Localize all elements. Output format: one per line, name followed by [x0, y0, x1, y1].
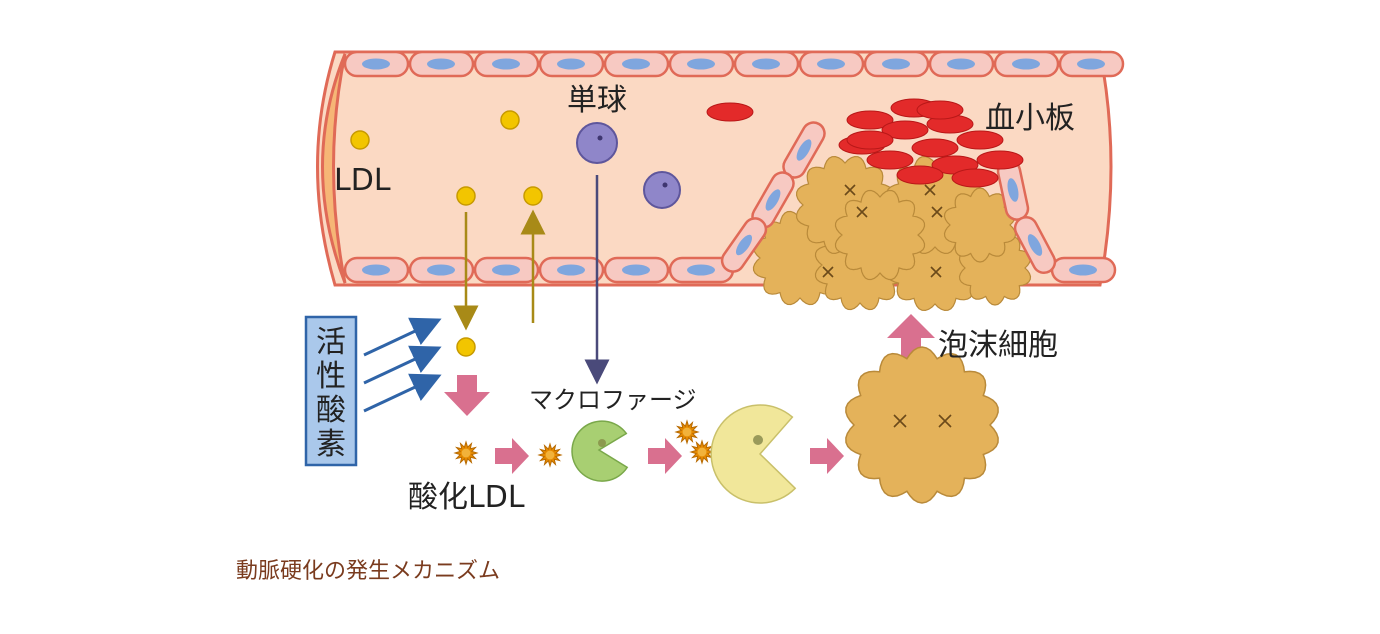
nucleus — [752, 58, 780, 70]
oxidized-ldl-group — [453, 419, 715, 468]
endothelial-cell — [782, 121, 826, 179]
ros-char: 酸 — [316, 393, 346, 428]
plaque-foam-cells — [752, 155, 1032, 312]
platelet — [951, 168, 999, 188]
nucleus — [427, 264, 455, 276]
endothelial-cell — [668, 256, 735, 284]
platelet — [911, 138, 959, 158]
endothelial-cell — [473, 50, 540, 78]
endothelial-cell — [993, 50, 1060, 78]
oxidized-ldl — [674, 419, 700, 445]
platelet — [866, 150, 914, 170]
endothelial-cell — [603, 256, 670, 284]
macrophage-large — [710, 404, 797, 504]
flow-arrow — [810, 438, 844, 474]
flow-arrow — [648, 438, 682, 474]
oxidation-down-arrow — [444, 375, 490, 416]
monocyte — [576, 122, 618, 164]
nucleus — [492, 264, 520, 276]
nucleus — [1012, 58, 1040, 70]
platelet — [846, 110, 894, 130]
platelet — [916, 100, 964, 120]
endothelial-cell — [408, 256, 475, 284]
ros-char: 性 — [316, 359, 346, 394]
platelet — [706, 102, 754, 122]
ldl-particle — [456, 337, 476, 357]
nucleus — [557, 58, 585, 70]
oxidized-ldl — [537, 442, 563, 468]
platelet-label: 血小板 — [985, 101, 1075, 136]
platelet — [881, 120, 929, 140]
endothelial-cell — [538, 50, 605, 78]
endothelial-cell — [1058, 50, 1125, 78]
endothelial-cell — [928, 50, 995, 78]
ros-char: 素 — [316, 427, 346, 462]
foam-cell — [943, 187, 1017, 263]
endothelial-cell — [1050, 256, 1117, 284]
macrophage-label: マクロファージ — [529, 386, 697, 414]
nucleus — [817, 58, 845, 70]
ros-char: 活 — [316, 325, 346, 360]
nucleus — [622, 264, 650, 276]
platelet — [846, 130, 894, 150]
nucleus — [882, 58, 910, 70]
platelet — [956, 130, 1004, 150]
nucleus — [597, 135, 603, 141]
nucleus — [796, 139, 812, 161]
flow-arrow — [495, 438, 529, 474]
endothelial-cell — [798, 50, 865, 78]
endothelial-cells — [343, 50, 1125, 284]
platelet-cluster — [838, 98, 1024, 188]
nucleus — [687, 58, 715, 70]
ros-arrow — [363, 345, 442, 385]
nucleus — [492, 58, 520, 70]
vessel-opening — [321, 53, 347, 284]
monocyte — [643, 171, 681, 209]
nucleus — [362, 58, 390, 70]
endothelial-cell — [538, 256, 605, 284]
ldl-particle — [523, 186, 543, 206]
ldl-label: LDL — [334, 163, 391, 198]
oxidized-ldl-label: 酸化LDL — [408, 480, 525, 515]
ldl-particle — [456, 186, 476, 206]
nucleus — [753, 435, 763, 445]
nucleus — [947, 58, 975, 70]
nucleus — [1077, 58, 1105, 70]
foam-up-arrow — [887, 314, 935, 358]
oxidized-ldl — [689, 439, 715, 465]
oxidized-ldl — [453, 440, 479, 466]
endothelial-cell — [408, 50, 475, 78]
nucleus — [362, 264, 390, 276]
endothelial-cell — [1013, 215, 1057, 275]
ros-arrow — [363, 317, 442, 357]
ldl-particle — [500, 110, 520, 130]
platelet — [976, 150, 1024, 170]
endothelial-cell — [603, 50, 670, 78]
nucleus — [427, 58, 455, 70]
platelet — [896, 165, 944, 185]
foam-cell — [834, 189, 926, 281]
monocyte-label: 単球 — [567, 83, 627, 118]
foam-cell-label: 泡沫細胞 — [938, 328, 1058, 363]
endothelial-cell — [473, 256, 540, 284]
ldl-particle — [350, 130, 370, 150]
nucleus — [687, 264, 715, 276]
endothelial-cell — [343, 50, 410, 78]
macrophage-small — [571, 420, 629, 482]
nucleus — [598, 439, 606, 447]
foam-cell — [845, 346, 999, 504]
endothelial-cell — [733, 50, 800, 78]
ros-box: 活 性 酸 素 — [304, 315, 358, 467]
nucleus — [622, 58, 650, 70]
nucleus — [557, 264, 585, 276]
endothelial-cell — [863, 50, 930, 78]
endothelial-cell — [720, 217, 768, 273]
caption: 動脈硬化の発生メカニズム — [236, 559, 500, 584]
endothelial-cell — [668, 50, 735, 78]
nucleus — [1069, 264, 1097, 276]
endothelial-cell — [343, 256, 410, 284]
ros-arrow — [363, 373, 442, 413]
